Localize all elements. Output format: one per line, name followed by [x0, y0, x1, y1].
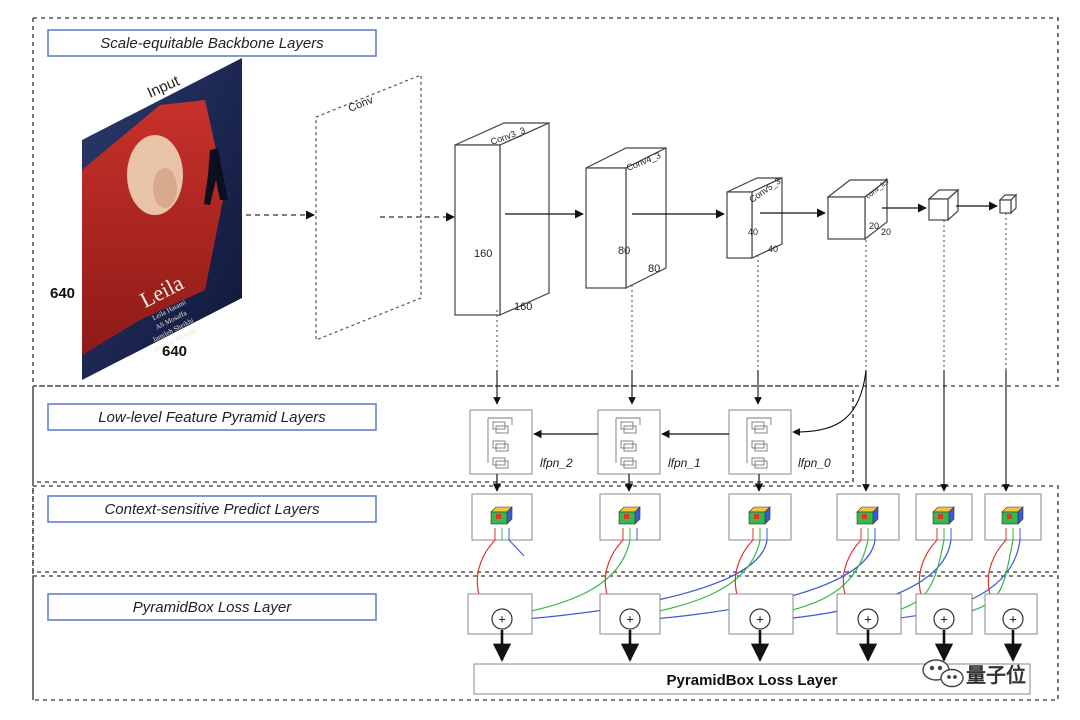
- feature-cube-icon: [490, 506, 513, 525]
- poster-scarf: [82, 100, 225, 355]
- poster-face-shade: [153, 168, 177, 208]
- section-label-lfpn: Low-level Feature Pyramid Layers: [47, 403, 377, 431]
- sum-circle: [619, 608, 641, 630]
- sum-symbol: +: [626, 612, 634, 627]
- watermark-text: 量子位: [966, 663, 1026, 687]
- context-box-1: [599, 493, 661, 541]
- conv5_3-dim-height: 40: [748, 227, 758, 237]
- sum-symbol: +: [756, 612, 764, 627]
- blue-connection: [512, 539, 768, 624]
- sum-node-3: +: [836, 593, 902, 662]
- lfpn-box-0: [728, 409, 792, 475]
- watermark-logo-icon: [922, 659, 964, 688]
- poster-face: [127, 135, 183, 215]
- context-box-4: [915, 493, 973, 541]
- lfpn-box-2: [469, 409, 533, 475]
- context-boxes: [471, 493, 1042, 541]
- input-image: Leila Leila Hatami Ali Mosaffa Jamileh S…: [82, 58, 242, 380]
- context-box-5: [984, 493, 1042, 541]
- sum-symbol: +: [940, 612, 948, 627]
- section-label-loss: PyramidBox Loss Layer: [47, 593, 377, 621]
- sum-symbol: +: [864, 612, 872, 627]
- input-height-label: 640: [50, 285, 75, 302]
- conv4_3-dim-height: 80: [618, 245, 630, 257]
- sum-circle: [933, 608, 955, 630]
- watermark: 量子位: [922, 659, 1026, 688]
- sum-circle: [491, 608, 513, 630]
- section-label-backbone-text: Scale-equitable Backbone Layers: [100, 35, 324, 52]
- sum-node-1: +: [599, 593, 661, 662]
- sum-node-5: +: [984, 593, 1038, 662]
- lfpn-2-label: lfpn_2: [540, 456, 573, 470]
- backbone-to-lfpn-connectors: [493, 213, 1010, 492]
- lfpn-0-label: lfpn_0: [798, 456, 831, 470]
- poster-figure: [204, 148, 228, 205]
- lfpn-box-1: [597, 409, 661, 475]
- conv4_3-dim-width: 80: [648, 263, 660, 275]
- lfpn-1-label: lfpn_1: [668, 456, 701, 470]
- lfpn-to-context-arrows: [492, 474, 764, 492]
- feature-cube-icon: [618, 506, 641, 525]
- sum-circle: [1002, 608, 1024, 630]
- blue-stub: [508, 539, 525, 557]
- conv_fc7-block: [826, 178, 889, 241]
- sum-symbol: +: [1009, 612, 1017, 627]
- section-label-context: Context-sensitive Predict Layers: [47, 495, 377, 523]
- input-width-label: 640: [162, 343, 187, 360]
- sum-node-0: +: [467, 593, 533, 662]
- conv_fc7-dim-width: 20: [881, 227, 891, 237]
- conv4_3-block: [585, 147, 667, 289]
- loss-layer-label: PyramidBox Loss Layer: [667, 672, 838, 689]
- section-label-context-text: Context-sensitive Predict Layers: [104, 501, 320, 518]
- conv-plane: Conv: [315, 74, 422, 341]
- conv6-block: [927, 188, 960, 222]
- conv_fc7-dim-height: 20: [869, 221, 879, 231]
- conv3_3-dim-width: 160: [514, 301, 532, 313]
- sum-symbol: +: [498, 612, 506, 627]
- context-region: [32, 485, 1059, 573]
- sum-node-2: +: [728, 593, 794, 662]
- conv7-block: [998, 193, 1018, 215]
- sum-nodes: + + + + + +: [467, 593, 1038, 662]
- context-box-2: [728, 493, 792, 541]
- conv5_3-dim-width: 40: [768, 244, 778, 254]
- section-label-lfpn-text: Low-level Feature Pyramid Layers: [98, 409, 326, 426]
- context-box-3: [836, 493, 900, 541]
- sum-node-4: +: [915, 593, 973, 662]
- sum-circle: [857, 608, 879, 630]
- feature-cube-icon: [748, 506, 771, 525]
- conv-label: Conv: [347, 94, 376, 115]
- lfpn-region: [32, 385, 854, 483]
- feature-cube-icon: [856, 506, 879, 525]
- feature-cube-icon: [1001, 506, 1024, 525]
- context-box-0: [471, 493, 533, 541]
- conv5_3-block: [726, 177, 783, 259]
- section-label-loss-text: PyramidBox Loss Layer: [133, 599, 292, 616]
- section-label-backbone: Scale-equitable Backbone Layers: [47, 29, 377, 57]
- blue-connection: [878, 539, 1021, 624]
- conv3_3-dim-height: 160: [474, 248, 492, 260]
- sum-circle: [749, 608, 771, 630]
- dashed-regions: [32, 17, 1059, 701]
- loss-region: [32, 575, 1059, 701]
- feature-cube-icon: [932, 506, 955, 525]
- conv3_3-block: [454, 122, 550, 316]
